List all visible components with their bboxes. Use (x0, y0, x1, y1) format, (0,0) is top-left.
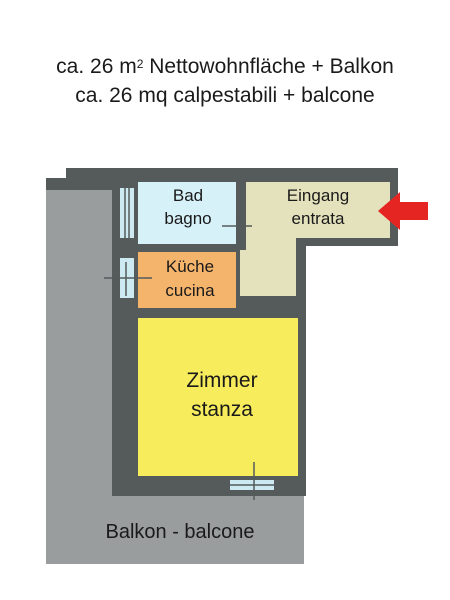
kitchen-label-it: cucina (165, 281, 215, 300)
bath-label-it: bagno (164, 209, 211, 228)
entrance-room (240, 182, 390, 296)
kitchen-room (138, 252, 236, 308)
entrance-label-it: entrata (292, 209, 345, 228)
main-room (138, 318, 298, 476)
plan-header: ca. 26 m2 Nettowohnfläche + Balkon ca. 2… (0, 52, 450, 110)
room-label-de: Zimmer (186, 369, 257, 392)
left-wall (46, 178, 112, 190)
balcony-label: Balkon - balcone (106, 521, 255, 543)
bath-room (138, 182, 236, 244)
area-italian: ca. 26 mq calpestabili + balcone (75, 84, 375, 107)
red-arrow-left-icon (378, 192, 428, 230)
entrance-label-de: Eingang (287, 186, 349, 205)
area-german: ca. 26 m2 Nettowohnfläche + Balkon (56, 55, 394, 78)
room-label-it: stanza (191, 398, 253, 421)
bath-label-de: Bad (173, 186, 203, 205)
kitchen-label-de: Küche (166, 257, 214, 276)
bath-window (120, 188, 134, 238)
